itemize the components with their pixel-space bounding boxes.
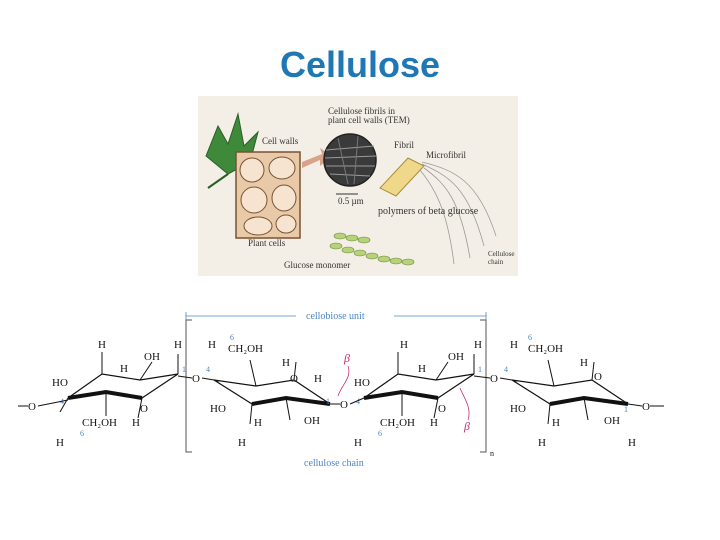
r2-ho: HO [210, 403, 226, 415]
r3-h-mid: H [418, 363, 426, 375]
r1-h-right: H [174, 339, 182, 351]
r3-c1: 1 [478, 365, 482, 374]
r1-c6: 6 [80, 429, 84, 438]
right-chain-o: O [642, 401, 650, 413]
r2-h-left: H [208, 339, 216, 351]
r4-c1: 1 [624, 405, 628, 414]
r3-h-right: H [474, 339, 482, 351]
r4-ho: HO [510, 403, 526, 415]
glucose-ring-3 [363, 352, 475, 419]
r4-h-right: H [628, 437, 636, 449]
r3-h-bottom: H [430, 417, 438, 429]
r1-ch2oh: CH₂OH [82, 417, 117, 429]
r2-c4: 4 [206, 365, 210, 374]
glucose-ring-1 [59, 352, 179, 419]
cellulose-chemical-structure: cellobiose unit n cellulose chain H OH H… [18, 308, 664, 469]
beta-arrow-2 [459, 387, 470, 421]
r2-h-low: H [238, 437, 246, 449]
r3-h-top: H [400, 339, 408, 351]
page-title: Cellulose [279, 44, 441, 85]
beta-label-2: β [463, 419, 470, 433]
r1-c1: 1 [182, 365, 186, 374]
scale-label: 0.5 µm [338, 196, 364, 206]
fibril-label: Fibril [394, 140, 415, 150]
repeat-n-label: n [490, 449, 494, 458]
microfibril-label: Microfibril [426, 150, 466, 160]
r4-ring-o: O [594, 371, 602, 383]
r4-c6: 6 [528, 333, 532, 342]
fibrils-label-2: plant cell walls (TEM) [328, 115, 410, 125]
r4-h-top: H [580, 357, 588, 369]
left-repeat-bracket [185, 319, 192, 453]
r4-h-low: H [538, 437, 546, 449]
plant-cells-label: Plant cells [248, 238, 286, 248]
r1-ho: HO [52, 377, 68, 389]
right-repeat-bracket [480, 319, 487, 453]
glycosidic-o-3: O [490, 373, 498, 385]
r2-oh: OH [304, 415, 320, 427]
cellulose-chain-label-2: chain [488, 258, 504, 266]
glucose-monomer-label: Glucose monomer [284, 260, 350, 270]
r4-ch2oh: CH₂OH [528, 343, 563, 355]
r2-h-top: H [282, 357, 290, 369]
cellulose-chain-label: Cellulose [488, 250, 514, 258]
r2-c1: 1 [326, 397, 330, 406]
r2-ring-o: O [290, 373, 298, 385]
r4-oh: OH [604, 415, 620, 427]
r1-h-bottom: H [132, 417, 140, 429]
fibril-micrograph [323, 133, 377, 187]
r3-c6: 6 [378, 429, 382, 438]
r1-h-top: H [98, 339, 106, 351]
glucose-monomer-chain [329, 232, 415, 266]
r3-ring-o: O [438, 403, 446, 415]
glycosidic-o-1: O [192, 373, 200, 385]
cellobiose-unit-label: cellobiose unit [306, 311, 365, 322]
r3-ch2oh: CH₂OH [380, 417, 415, 429]
r1-ring-o: O [140, 403, 148, 415]
r2-ch2oh: CH₂OH [228, 343, 263, 355]
microfibril-bundle [379, 157, 497, 265]
r3-c4: 4 [356, 397, 360, 406]
r2-h-right: H [314, 373, 322, 385]
cell-walls-label: Cell walls [262, 136, 299, 146]
r2-c6: 6 [230, 333, 234, 342]
cellulose-structure-illustration: Cellulose fibrils in plant cell walls (T… [198, 96, 518, 276]
r3-h-low: H [354, 437, 362, 449]
r1-h-low: H [56, 437, 64, 449]
r1-oh-top: OH [144, 351, 160, 363]
r2-h-bot: H [254, 417, 262, 429]
beta-label-1: β [343, 351, 350, 365]
beta-arrow-1 [337, 365, 350, 397]
r4-c4: 4 [504, 365, 508, 374]
plant-cells-block [235, 151, 301, 239]
r4-h-bot: H [552, 417, 560, 429]
left-chain-o: O [28, 401, 36, 413]
r3-oh-top: OH [448, 351, 464, 363]
fibrils-label: Cellulose fibrils in [328, 106, 395, 116]
r4-h-left: H [510, 339, 518, 351]
polymers-label: polymers of beta glucose [378, 206, 479, 217]
r3-ho: HO [354, 377, 370, 389]
cellulose-chain-label: cellulose chain [304, 458, 364, 469]
glycosidic-o-2: O [340, 399, 348, 411]
r1-h-mid: H [120, 363, 128, 375]
